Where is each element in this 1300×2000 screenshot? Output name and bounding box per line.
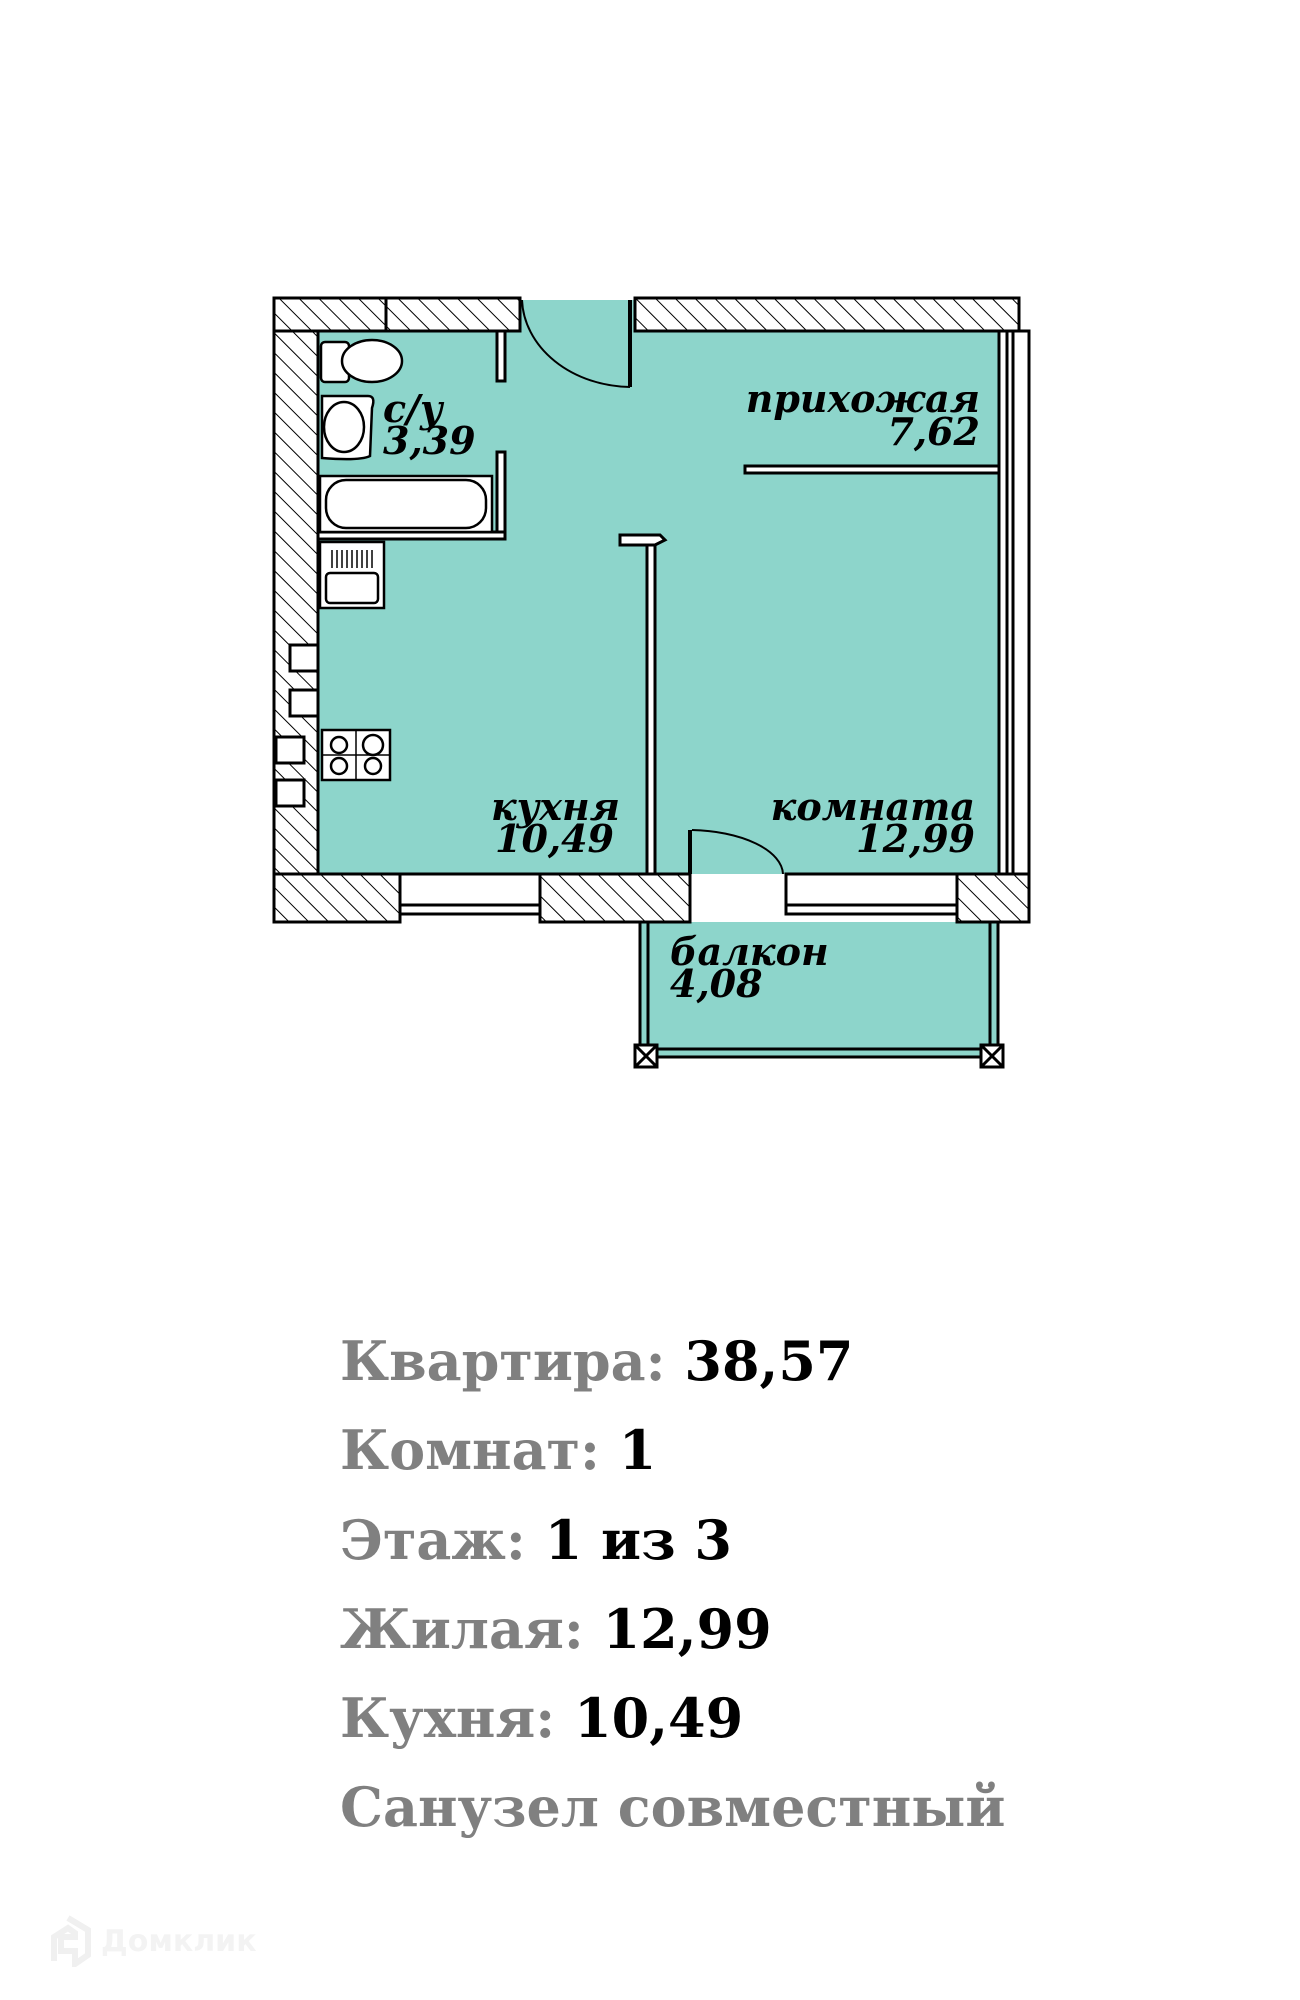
room-label-balcony: балкон: [670, 929, 829, 974]
kitchen-sink-icon: [318, 540, 386, 610]
summary-value: 1 из 3: [544, 1508, 732, 1572]
room-area-kitchen: 10,49: [495, 816, 614, 861]
apartment-floor: [318, 300, 999, 874]
toilet-icon: [319, 338, 404, 384]
summary-label: Квартира:: [340, 1329, 666, 1393]
floor-plan: с/у 3,39 прихожая 7,62 кухня 10,49 комна…: [272, 296, 1031, 1069]
summary-value: 38,57: [684, 1329, 854, 1393]
summary-label: Этаж:: [340, 1508, 526, 1572]
room-area-hallway: 7,62: [887, 409, 980, 454]
summary-bathroom-type: Санузел совместный: [340, 1780, 1005, 1834]
watermark: Домклик: [45, 1915, 257, 1967]
summary-label: Жилая:: [340, 1597, 584, 1661]
room-label-hallway: прихожая: [746, 376, 980, 421]
room-area-room: 12,99: [856, 816, 975, 861]
summary-value: 12,99: [602, 1597, 772, 1661]
room-label-kitchen: кухня: [491, 784, 620, 829]
washbasin-icon: [320, 394, 375, 461]
room-area-bathroom: 3,39: [383, 418, 476, 463]
walls: [272, 296, 1031, 1069]
summary-value: 10,49: [574, 1686, 744, 1750]
room-area-balcony: 4,08: [670, 961, 763, 1006]
room-label-room: комната: [771, 784, 975, 829]
summary-value: 1: [618, 1418, 657, 1482]
summary-apartment-area: Квартира: 38,57: [340, 1334, 854, 1388]
summary-kitchen-area: Кухня: 10,49: [340, 1691, 743, 1745]
stove-icon: [320, 728, 392, 782]
fixtures: [318, 338, 494, 782]
summary-rooms: Комнат: 1: [340, 1423, 656, 1477]
summary-living-area: Жилая: 12,99: [340, 1602, 772, 1656]
summary-label: Кухня:: [340, 1686, 556, 1750]
balcony-floor: [640, 922, 998, 1057]
doors: [521, 299, 784, 875]
house-logo-icon: [51, 1915, 91, 1967]
bathtub-icon: [318, 474, 494, 534]
room-label-bathroom: с/у: [383, 386, 445, 431]
summary-label: Санузел совместный: [340, 1775, 1006, 1839]
watermark-text: Домклик: [101, 1923, 257, 1959]
summary-floor: Этаж: 1 из 3: [340, 1513, 732, 1567]
summary-label: Комнат:: [340, 1418, 600, 1482]
